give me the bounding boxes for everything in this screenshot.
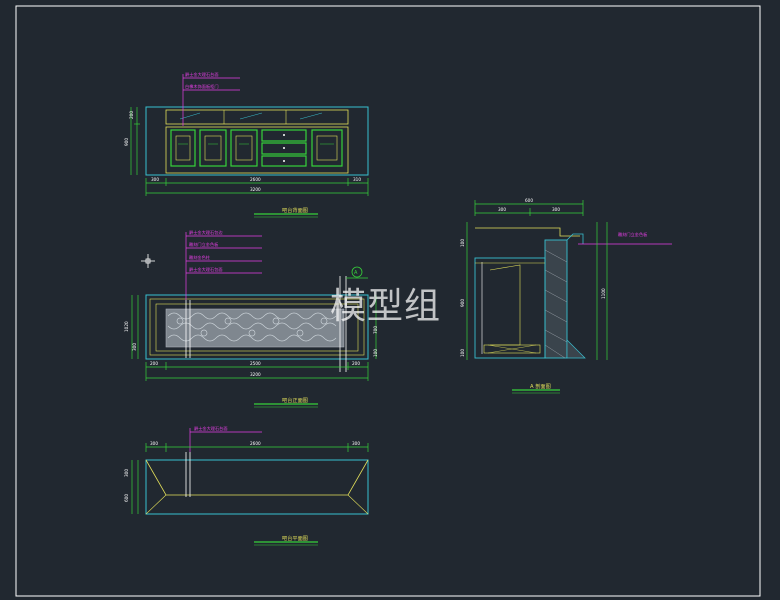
section-dim-top-total: 600 [525, 198, 533, 203]
back-dim-total: 3200 [250, 187, 261, 192]
back-dim-1: 300 [151, 177, 159, 182]
front-elevation-dimensions: 200 2500 200 3200 1020 300 700 100 [124, 321, 378, 377]
crosshair-cursor-icon [141, 254, 155, 268]
front-note-4: 爵士金大理石包面 [189, 266, 223, 273]
front-dim-3: 200 [352, 361, 360, 366]
sheet-border [15, 5, 761, 597]
section-dim-top-1: 300 [498, 207, 506, 212]
section-dim-top-2: 300 [552, 207, 560, 212]
front-dim-left-2: 300 [132, 343, 137, 351]
back-elevation-notes: 爵士金大理石台面 白橡木饰面板柜门 [185, 71, 219, 90]
section-a-drawing [466, 200, 672, 394]
front-dim-2: 2500 [250, 361, 261, 366]
back-dim-2: 2600 [250, 177, 261, 182]
front-dim-right-1: 700 [373, 326, 378, 334]
plan-dim-1: 300 [150, 441, 158, 446]
plan-note-1: 爵士金大理石台面 [194, 425, 228, 432]
plan-dimensions: 300 2600 300 300 600 [124, 441, 360, 502]
back-dim-left-2: 200 [129, 111, 134, 119]
front-elevation-title: 吧台正面图 [282, 396, 308, 404]
plan-dim-left-1: 300 [124, 469, 129, 477]
watermark-text: 模型组 [330, 286, 442, 327]
section-dim-left-1: 100 [460, 239, 465, 247]
plan-dim-left-2: 600 [124, 494, 129, 502]
section-dim-left-3: 100 [460, 349, 465, 357]
plan-dim-2: 2600 [250, 441, 261, 446]
plan-dim-3: 300 [352, 441, 360, 446]
back-elevation-title: 吧台背面图 [282, 206, 308, 214]
section-dim-left-2: 900 [460, 299, 465, 307]
front-dim-1: 200 [150, 361, 158, 366]
plan-view-drawing [131, 428, 369, 546]
front-note-3: 雕刻金色柱 [189, 254, 211, 261]
back-dim-left-1: 900 [124, 138, 129, 146]
back-elevation-drawing [130, 74, 369, 218]
plan-title: 吧台平面图 [282, 534, 308, 542]
back-dim-3: 310 [353, 177, 361, 182]
front-dim-left-1: 1020 [124, 321, 129, 332]
front-dim-total: 3200 [250, 372, 261, 377]
front-note-1: 爵士金大理石包边 [189, 229, 223, 236]
section-a-marker-label: A [354, 270, 358, 276]
back-note-2: 白橡木饰面板柜门 [185, 83, 219, 90]
back-note-1: 爵士金大理石台面 [185, 71, 219, 78]
section-a-title: A 剖面图 [530, 382, 551, 390]
section-dim-right-1: 1100 [601, 288, 606, 299]
front-elevation-notes: 爵士金大理石包边 雕刻门立金色板 雕刻金色柱 爵士金大理石包面 [189, 229, 223, 273]
section-dimensions: 600 300 300 100 900 100 1100 [460, 198, 606, 357]
section-note-1: 雕刻门立金色板 [618, 231, 648, 238]
section-a-marker [351, 266, 363, 278]
front-note-2: 雕刻门立金色板 [189, 241, 219, 248]
front-elevation-drawing [131, 232, 377, 408]
back-elevation-dimensions: 300 2600 310 3200 900 200 [124, 111, 361, 192]
front-dim-right-2: 100 [373, 349, 378, 357]
